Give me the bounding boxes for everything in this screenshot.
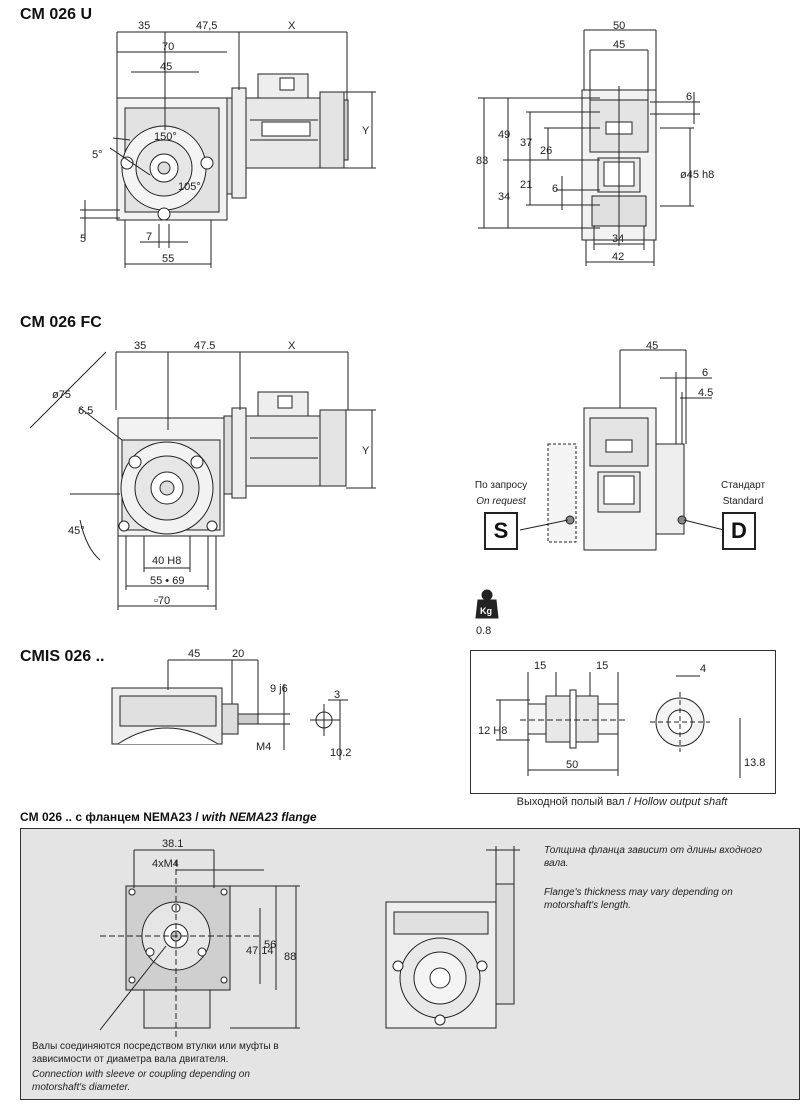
dim-us-6b: 6 <box>552 183 558 195</box>
dim-us-34v: 34 <box>498 191 510 203</box>
dim-cmis-m4: M4 <box>256 741 271 753</box>
dim-u-55: 55 <box>162 253 174 265</box>
dim-u-5: 5 <box>80 233 86 245</box>
dim-hs-4: 4 <box>700 663 706 675</box>
dim-fcs-4-5: 4.5 <box>698 387 713 399</box>
dim-us-83: 83 <box>476 155 488 167</box>
dim-nema-56: 56 <box>264 939 276 951</box>
dim-us-45: 45 <box>613 39 625 51</box>
dim-fc-55-69: 55 • 69 <box>150 575 184 587</box>
title-nema: CM 026 .. с фланцем NEMA23 / with NEMA23… <box>20 810 317 824</box>
dim-cmis-20: 20 <box>232 648 244 660</box>
hollow-shaft-dims: 15 15 12 H8 50 4 13.8 <box>478 660 765 771</box>
badge-d: D <box>722 512 756 550</box>
dim-u-7: 7 <box>146 231 152 243</box>
dim-u-45: 45 <box>160 61 172 73</box>
title-cmis026: CMIS 026 .. <box>20 648 105 665</box>
dim-hs-15a: 15 <box>534 660 546 672</box>
dim-cmis-3: 3 <box>334 689 340 701</box>
dim-cmis-9j6: 9 j6 <box>270 683 288 695</box>
hollow-shaft-caption-en: Hollow output shaft <box>633 796 728 808</box>
dim-hs-13-8: 13.8 <box>744 757 765 769</box>
dim-us-49: 49 <box>498 129 510 141</box>
title-cm026u: CM 026 U <box>20 6 93 23</box>
cm026fc-front-view <box>29 351 376 610</box>
dim-u-47-5: 47,5 <box>196 20 217 32</box>
dim-fc-47-5: 47.5 <box>194 340 215 352</box>
dim-fc-y: Y <box>362 445 370 457</box>
flange-note-en: Flange's thickness may vary depending on… <box>544 887 733 911</box>
cmis-dims: 45 20 9 j6 M4 3 10.2 <box>188 648 351 759</box>
dim-fc-35: 35 <box>134 340 146 352</box>
cmis026-view <box>111 659 348 760</box>
angle-u-150: 150° <box>154 131 177 143</box>
dim-fcs-45: 45 <box>646 340 658 352</box>
dim-nema-47-14: 47.14 <box>246 945 274 957</box>
dim-us-6a: 6 <box>686 91 692 103</box>
on-request-ru: По запросу <box>474 480 528 491</box>
nema-front-view <box>99 849 300 1040</box>
nema-title-ru: CM 026 .. с фланцем NEMA23 / <box>20 810 202 824</box>
angle-fc-45: 45° <box>68 525 85 537</box>
angle-u-5: 5° <box>92 149 103 161</box>
cm026u-front-view <box>80 31 376 268</box>
dim-us-21: 21 <box>520 179 532 191</box>
dim-u-35: 35 <box>138 20 150 32</box>
dim-fc-40h8: 40 H8 <box>152 555 181 567</box>
standard-ru: Стандарт <box>720 480 766 491</box>
dim-nema-38-1: 38.1 <box>162 838 183 850</box>
dim-us-37: 37 <box>520 137 532 149</box>
dim-us-dia45: ø45 h8 <box>680 169 714 181</box>
dim-u-x: X <box>288 20 296 32</box>
flange-note-ru: Толщина фланца зависит от длины входного… <box>544 845 762 869</box>
dim-nema-4xm4: 4xM4 <box>152 858 179 870</box>
on-request-en: On request <box>476 496 526 507</box>
cm026u-side-dims: 50 45 6 83 49 37 26 21 6 34 ø45 h8 34 42 <box>476 20 714 263</box>
dim-us-26: 26 <box>540 145 552 157</box>
weight-icon-label: Kg <box>480 606 492 616</box>
dim-fc-sq70: ▫70 <box>154 595 170 607</box>
shaft-note-en: Connection with sleeve or coupling depen… <box>32 1069 250 1093</box>
dim-fcs-6: 6 <box>702 367 708 379</box>
dim-us-42: 42 <box>612 251 624 263</box>
badge-s: S <box>484 512 518 550</box>
nema-dims: 38.1 4xM4 47.14 56 88 <box>152 838 296 963</box>
cm026fc-side-view <box>519 349 725 551</box>
dim-nema-88: 88 <box>284 951 296 963</box>
shaft-note-ru: Валы соединяются посредством втулки или … <box>32 1041 279 1065</box>
dim-u-y: Y <box>362 125 370 137</box>
hollow-shaft-box <box>470 650 776 794</box>
nema-title-en: with NEMA23 flange <box>201 810 317 824</box>
cm026fc-dims: 35 47.5 X ø75 6.5 Y 45° 40 H8 55 • 69 ▫7… <box>52 340 370 607</box>
cm026u-side-view <box>478 29 700 266</box>
dim-fc-x: X <box>288 340 296 352</box>
weight-value: 0.8 <box>476 625 491 637</box>
dim-cmis-45: 45 <box>188 648 200 660</box>
dim-fc-dia75: ø75 <box>52 389 71 401</box>
dim-us-50: 50 <box>613 20 625 32</box>
dim-hs-12h8: 12 H8 <box>478 725 507 737</box>
dim-cmis-10-2: 10.2 <box>330 747 351 759</box>
dim-u-70: 70 <box>162 41 174 53</box>
hollow-shaft-caption: Выходной полый вал / Hollow output shaft <box>516 796 728 808</box>
nema-side-view <box>385 846 520 1029</box>
title-cm026fc: CM 026 FC <box>20 314 102 331</box>
hollow-shaft-drawing <box>496 672 741 778</box>
weight-icon <box>475 589 499 619</box>
hollow-shaft-caption-ru: Выходной полый вал <box>516 796 625 808</box>
dim-us-34: 34 <box>612 233 624 245</box>
standard-en: Standard <box>722 496 764 507</box>
cm026u-dims: 35 47,5 X 70 45 150° 5° 105° Y 5 7 55 <box>80 20 370 265</box>
dim-hs-15b: 15 <box>596 660 608 672</box>
dim-hs-50: 50 <box>566 759 578 771</box>
cm026fc-side-dims: 45 6 4.5 <box>646 340 713 399</box>
dim-fc-6-5: 6.5 <box>78 405 93 417</box>
angle-u-105: 105° <box>178 181 201 193</box>
